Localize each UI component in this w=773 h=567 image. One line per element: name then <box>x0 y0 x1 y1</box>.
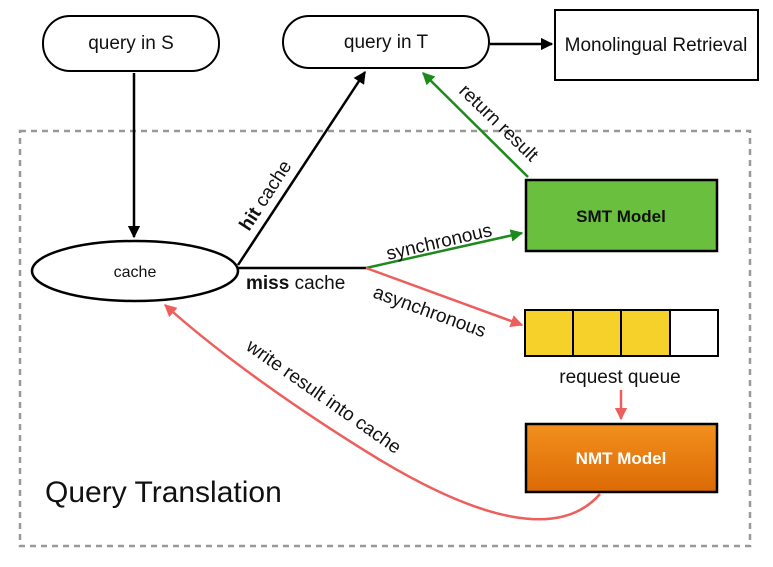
monolingual-retrieval-node: Monolingual Retrieval <box>554 9 759 81</box>
queue-slot-1 <box>524 309 574 357</box>
smt-model-node: SMT Model <box>524 178 719 253</box>
miss-bold-text: miss <box>246 273 289 294</box>
query-in-s-label: query in S <box>88 33 174 54</box>
miss-cache-label: miss cache <box>246 273 345 294</box>
query-translation-region <box>18 129 752 548</box>
query-in-t-label: query in T <box>344 32 429 53</box>
write-result-label: write result into cache <box>241 335 404 458</box>
write-result-arrow <box>164 304 601 521</box>
request-queue-label: request queue <box>559 367 681 388</box>
miss-rest-text: cache <box>289 273 345 294</box>
synchronous-arrow <box>365 229 524 270</box>
request-queue: request queue <box>524 309 719 388</box>
query-in-t-node: query in T <box>282 15 490 69</box>
cache-node: cache <box>30 239 240 303</box>
smt-model-label: SMT Model <box>576 207 666 226</box>
nmt-model-label: NMT Model <box>576 449 667 468</box>
asynchronous-arrow <box>365 266 524 328</box>
synchronous-label: synchronous <box>384 220 494 265</box>
return-result-arrow <box>422 72 529 178</box>
queue-slot-4 <box>669 309 719 357</box>
queue-slot-2 <box>572 309 622 357</box>
query-in-s-node: query in S <box>42 15 220 72</box>
cache-label: cache <box>114 264 157 281</box>
return-result-label: return result <box>455 80 543 166</box>
region-label: Query Translation <box>45 476 282 509</box>
hit-cache-arrow <box>236 70 367 266</box>
queue-slot-3 <box>620 309 671 357</box>
nmt-model-node: NMT Model <box>524 422 719 494</box>
monolingual-retrieval-label: Monolingual Retrieval <box>565 35 748 56</box>
